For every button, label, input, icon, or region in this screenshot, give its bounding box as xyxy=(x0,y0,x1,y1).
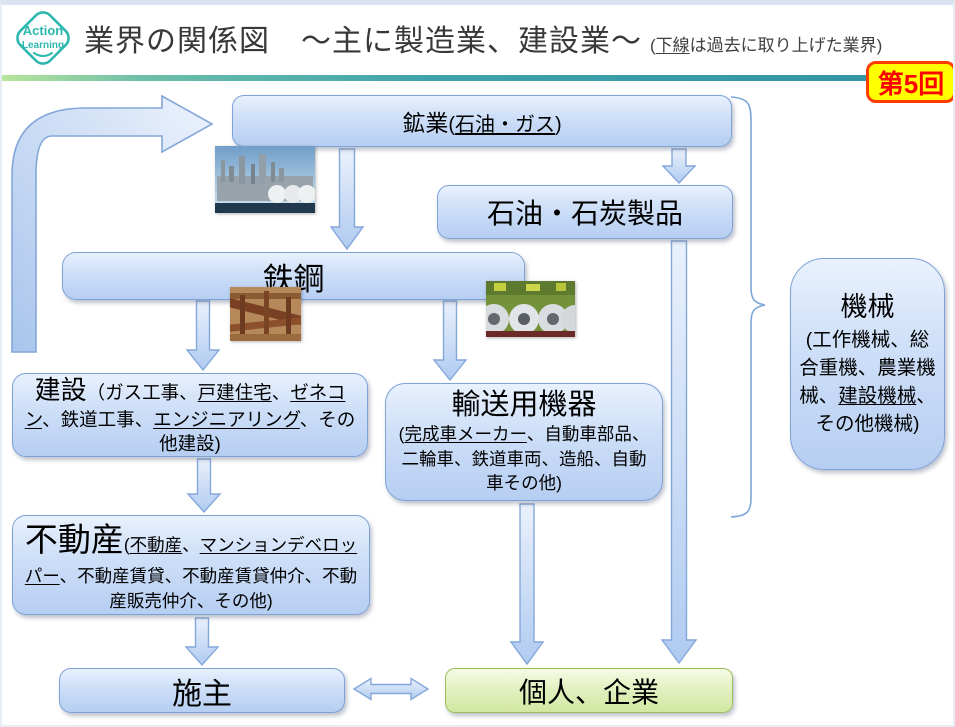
node-owner: 施主 xyxy=(59,668,345,713)
arrow-steel-to-construction xyxy=(185,300,221,372)
action-learning-logo-icon: Action Learning xyxy=(16,11,70,65)
arrow-owner-individual-both xyxy=(352,677,430,701)
logo-text-line1: Action xyxy=(23,23,64,38)
node-individual-corporate: 個人、企業 xyxy=(445,668,733,713)
photo-steel-frame xyxy=(225,287,312,341)
logo-text-line2: Learning xyxy=(22,40,64,51)
arrow-steel-to-transport xyxy=(432,300,468,382)
arrow-transport-to-individual xyxy=(509,503,545,666)
arrow-mining-to-steel xyxy=(329,148,365,251)
node-transport-detail: (完成車メーカー、自動車部品、二輪車、鉄道車両、造船、自動車その他) xyxy=(398,424,650,493)
arrow-construction-to-realestate xyxy=(186,458,222,514)
node-machinery-detail: (工作機械、総合重機、農業機械、建設機械、その他機械) xyxy=(799,328,936,436)
node-construction-label: 建設（ガス工事、戸建住宅、ゼネコン、鉄道工事、エンジニアリング、その他建設) xyxy=(24,374,356,455)
node-real-estate: 不動産(不動産、マンションデベロッパー、不動産賃貸、不動産賃貸仲介、不動産販売仲… xyxy=(12,515,370,615)
page-title: 業界の関係図 ～主に製造業、建設業～ xyxy=(84,25,642,58)
logo-smile-icon xyxy=(33,52,53,57)
node-machinery: 機械 (工作機械、総合重機、農業機械、建設機械、その他機械) xyxy=(790,258,945,470)
arrow-realestate-to-owner xyxy=(184,617,220,667)
node-individual-corporate-label: 個人、企業 xyxy=(518,676,659,708)
node-machinery-title: 機械 xyxy=(840,292,895,323)
node-petroleum-coal-label: 石油・石炭製品 xyxy=(486,198,683,229)
photo-steel-coils xyxy=(479,281,589,337)
arrow-mining-to-petroleum xyxy=(661,148,697,185)
arrow-petroleum-to-individual xyxy=(660,240,698,665)
session-badge: 第5回 xyxy=(866,61,955,103)
node-transport-title: 輸送用機器 xyxy=(451,389,597,422)
node-owner-label: 施主 xyxy=(172,677,232,711)
node-mining: 鉱業(石油・ガス) xyxy=(232,95,732,147)
node-petroleum-coal: 石油・石炭製品 xyxy=(437,185,733,239)
header-divider xyxy=(0,75,955,81)
node-construction: 建設（ガス工事、戸建住宅、ゼネコン、鉄道工事、エンジニアリング、その他建設) xyxy=(12,373,368,457)
title-note: (下線は過去に取り上げた業界) xyxy=(650,36,883,55)
photo-oil-refinery xyxy=(215,146,316,213)
node-transport-equipment: 輸送用機器 (完成車メーカー、自動車部品、二輪車、鉄道車両、造船、自動車その他) xyxy=(385,383,663,501)
brace-to-machinery xyxy=(730,96,766,518)
header: 業界の関係図 ～主に製造業、建設業～ (下線は過去に取り上げた業界) xyxy=(84,16,882,60)
node-real-estate-label: 不動産(不動産、マンションデベロッパー、不動産賃貸、不動産賃貸仲介、不動産販売仲… xyxy=(24,520,358,611)
node-mining-label: 鉱業(石油・ガス) xyxy=(402,110,562,136)
arrow-feedback-to-mining xyxy=(11,94,214,353)
